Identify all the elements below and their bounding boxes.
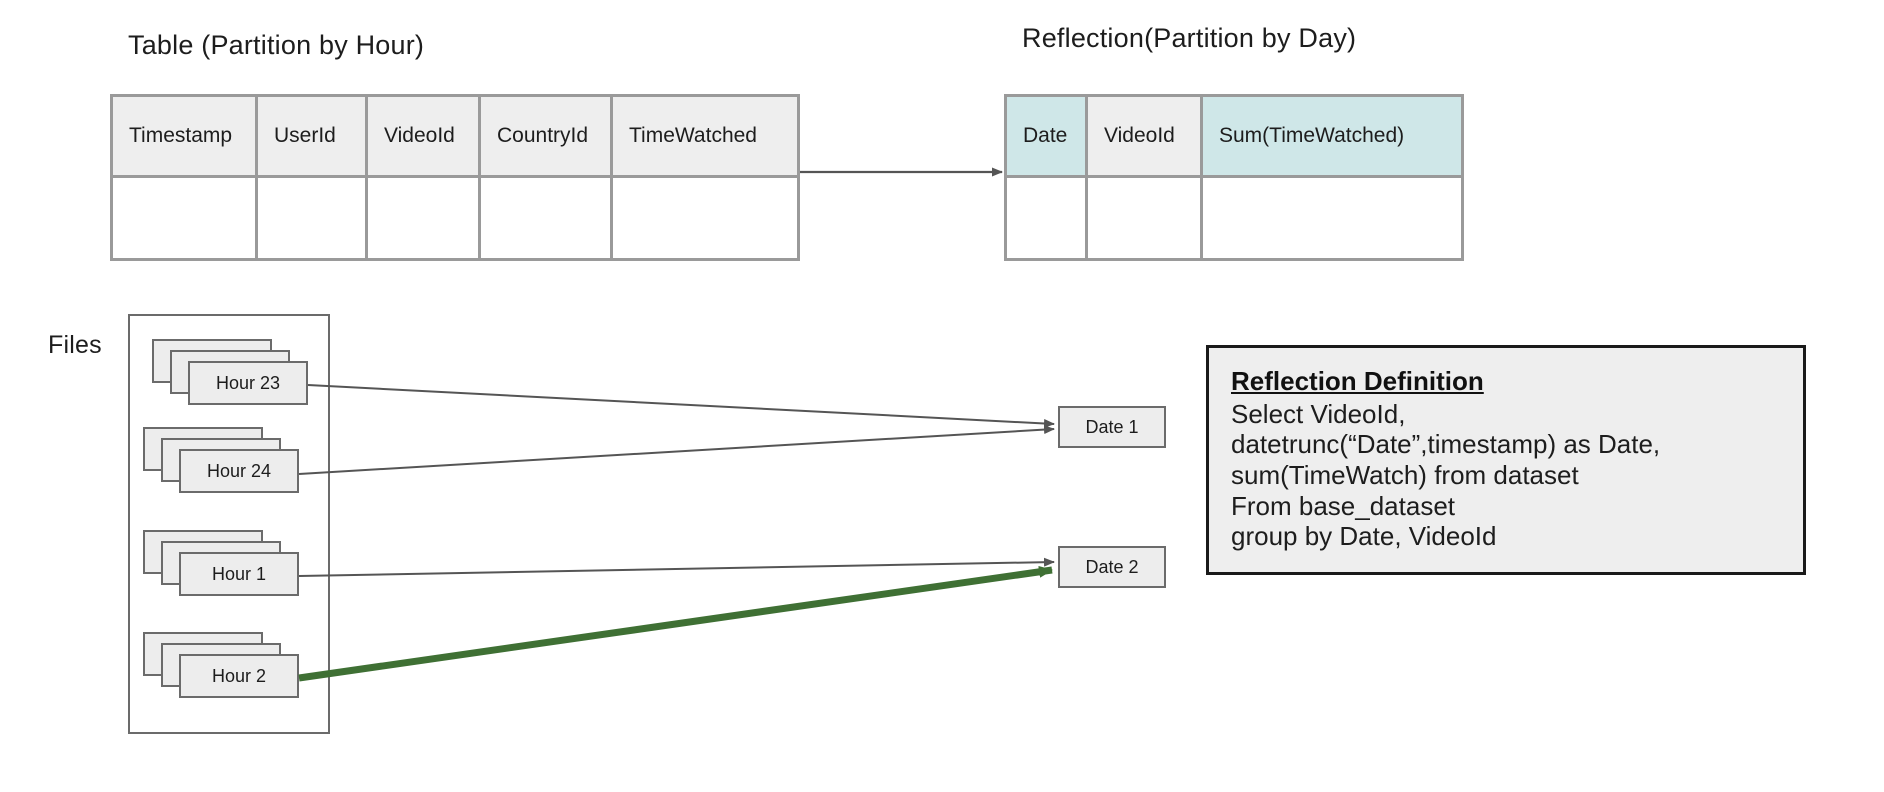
source-col-countryid: CountryId — [481, 97, 613, 175]
reflection-definition-panel: Reflection Definition Select VideoId, da… — [1206, 345, 1806, 575]
source-cell-countryid — [481, 178, 613, 258]
reflection-table-empty-row — [1007, 178, 1461, 258]
file-sheet-front[interactable]: Hour 23 — [188, 361, 308, 405]
source-col-userid: UserId — [258, 97, 368, 175]
source-table: Timestamp UserId VideoId CountryId TimeW… — [110, 94, 800, 261]
source-table-empty-row — [113, 178, 797, 258]
file-stack-hour-2[interactable]: Hour 2 — [143, 632, 303, 698]
reflection-col-date: Date — [1007, 97, 1088, 175]
reflection-definition-line-4: From base_dataset — [1231, 490, 1456, 521]
reflection-definition-line-2: datetrunc(“Date”,timestamp) as Date, — [1231, 429, 1661, 460]
file-stack-hour-1[interactable]: Hour 1 — [143, 530, 303, 596]
reflection-cell-date — [1007, 178, 1088, 258]
reflection-cell-videoid — [1088, 178, 1203, 258]
file-stack-hour-24[interactable]: Hour 24 — [143, 427, 303, 493]
reflection-definition-line-3: sum(TimeWatch) from dataset — [1231, 460, 1579, 491]
source-col-videoid: VideoId — [368, 97, 481, 175]
source-col-timestamp: Timestamp — [113, 97, 258, 175]
reflection-col-videoid: VideoId — [1088, 97, 1203, 175]
reflection-col-sum-timewatched: Sum(TimeWatched) — [1203, 97, 1461, 175]
source-cell-timestamp — [113, 178, 258, 258]
reflection-definition-title: Reflection Definition — [1231, 366, 1484, 396]
source-col-timewatched: TimeWatched — [613, 97, 797, 175]
reflection-table-title: Reflection(Partition by Day) — [1022, 23, 1357, 53]
file-sheet-front[interactable]: Hour 24 — [179, 449, 299, 493]
date-box-2[interactable]: Date 2 — [1058, 546, 1166, 588]
arrow-hour2-to-date2-highlighted — [298, 565, 1053, 682]
files-label: Files — [48, 331, 102, 359]
source-cell-userid — [258, 178, 368, 258]
file-sheet-front[interactable]: Hour 1 — [179, 552, 299, 596]
reflection-definition-line-1: Select VideoId, — [1231, 398, 1406, 429]
source-cell-videoid — [368, 178, 481, 258]
files-container — [128, 314, 330, 734]
arrow-hour1-to-date2 — [298, 557, 1055, 577]
source-table-title: Table (Partition by Hour) — [128, 30, 425, 60]
reflection-cell-sum-timewatched — [1203, 178, 1461, 258]
file-stack-hour-23[interactable]: Hour 23 — [152, 339, 312, 405]
reflection-definition-line-5: group by Date, VideoId — [1231, 521, 1497, 552]
arrow-hour23-to-date1 — [307, 384, 1055, 428]
source-table-header-row: Timestamp UserId VideoId CountryId TimeW… — [113, 97, 797, 178]
source-cell-timewatched — [613, 178, 797, 258]
file-sheet-front[interactable]: Hour 2 — [179, 654, 299, 698]
reflection-table-header-row: Date VideoId Sum(TimeWatched) — [1007, 97, 1461, 178]
date-box-1[interactable]: Date 1 — [1058, 406, 1166, 448]
reflection-table: Date VideoId Sum(TimeWatched) — [1004, 94, 1464, 261]
arrow-hour24-to-date1 — [298, 425, 1055, 475]
